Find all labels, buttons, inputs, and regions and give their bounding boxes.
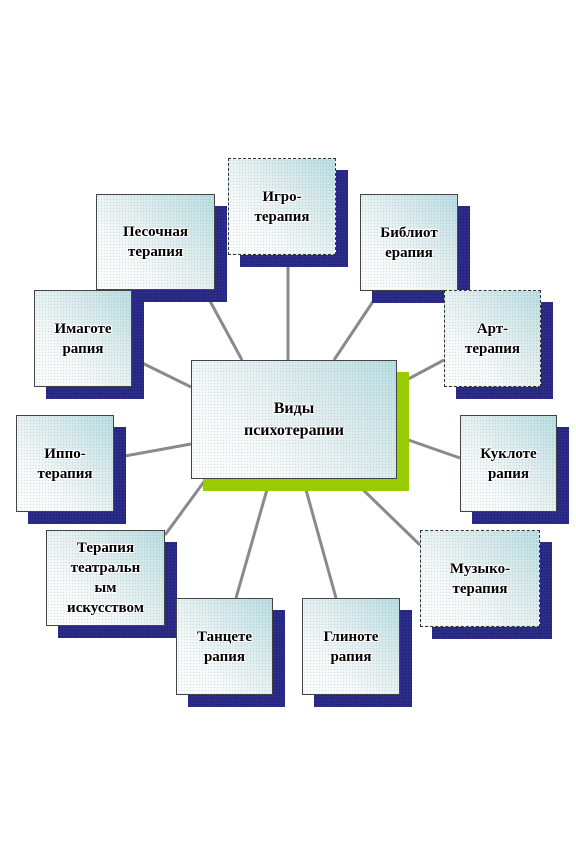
- node-box: Виды психотерапии: [191, 360, 397, 479]
- connector-ippo: [113, 442, 192, 460]
- node-imago: Имаготе рапия: [34, 290, 144, 399]
- node-label-igro: Игро- терапия: [254, 188, 310, 225]
- node-biblio: Библиот ерапия: [360, 194, 470, 303]
- connector-teatr: [163, 478, 208, 536]
- node-label-glino: Глиноте рапия: [323, 628, 379, 665]
- node-box: Игро- терапия: [228, 158, 336, 255]
- connector-glino: [301, 478, 338, 599]
- node-art: Арт- терапия: [444, 290, 553, 399]
- node-label-tanets: Танцете рапия: [196, 628, 253, 665]
- node-teatr: Терапия театральн ым искусством: [46, 530, 177, 638]
- node-label-kuklo: Куклоте рапия: [480, 445, 537, 482]
- node-label-ippo: Иппо- терапия: [37, 445, 93, 482]
- node-box: Иппо- терапия: [16, 415, 114, 512]
- node-box: Арт- терапия: [444, 290, 541, 387]
- node-box: Танцете рапия: [176, 598, 273, 695]
- node-kuklo: Куклоте рапия: [460, 415, 569, 524]
- node-muzyko: Музыко- терапия: [420, 530, 552, 639]
- node-box: Имаготе рапия: [34, 290, 132, 387]
- node-label-imago: Имаготе рапия: [54, 320, 112, 357]
- node-label-biblio: Библиот ерапия: [380, 224, 438, 261]
- node-label-center: Виды психотерапии: [243, 399, 345, 439]
- node-center: Виды психотерапии: [191, 360, 409, 491]
- node-box: Библиот ерапия: [360, 194, 458, 291]
- node-box: Куклоте рапия: [460, 415, 557, 512]
- node-glino: Глиноте рапия: [302, 598, 412, 707]
- connector-tanets: [234, 478, 272, 599]
- node-tanets: Танцете рапия: [176, 598, 285, 707]
- node-ippo: Иппо- терапия: [16, 415, 126, 524]
- node-label-teatr: Терапия театральн ым искусством: [67, 540, 144, 616]
- node-label-muzyko: Музыко- терапия: [449, 560, 511, 597]
- node-pesoch: Песочная терапия: [96, 194, 227, 302]
- node-box: Музыко- терапия: [420, 530, 540, 627]
- node-box: Песочная терапия: [96, 194, 215, 290]
- node-label-art: Арт- терапия: [464, 320, 521, 357]
- node-box: Терапия театральн ым искусством: [46, 530, 165, 626]
- node-box: Глиноте рапия: [302, 598, 400, 695]
- node-label-pesoch: Песочная терапия: [123, 224, 188, 260]
- node-igro: Игро- терапия: [228, 158, 348, 267]
